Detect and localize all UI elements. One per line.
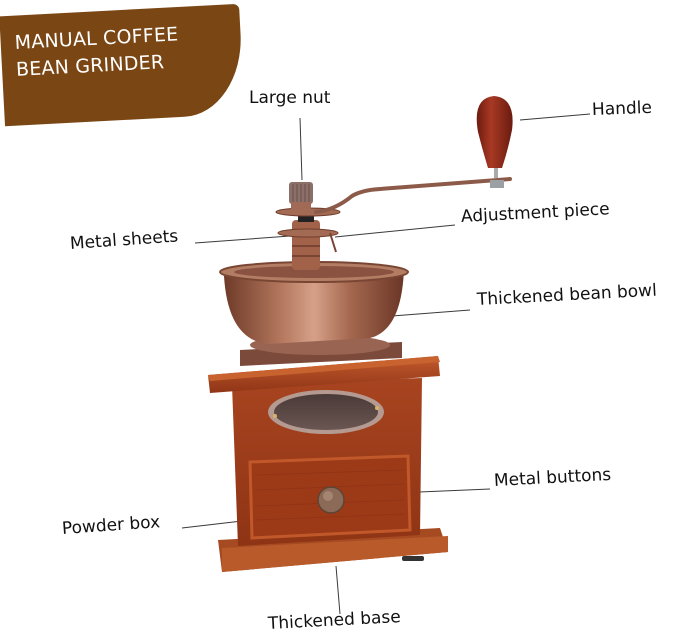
label-large-nut: Large nut [249,88,331,108]
label-handle: Handle [591,97,653,120]
